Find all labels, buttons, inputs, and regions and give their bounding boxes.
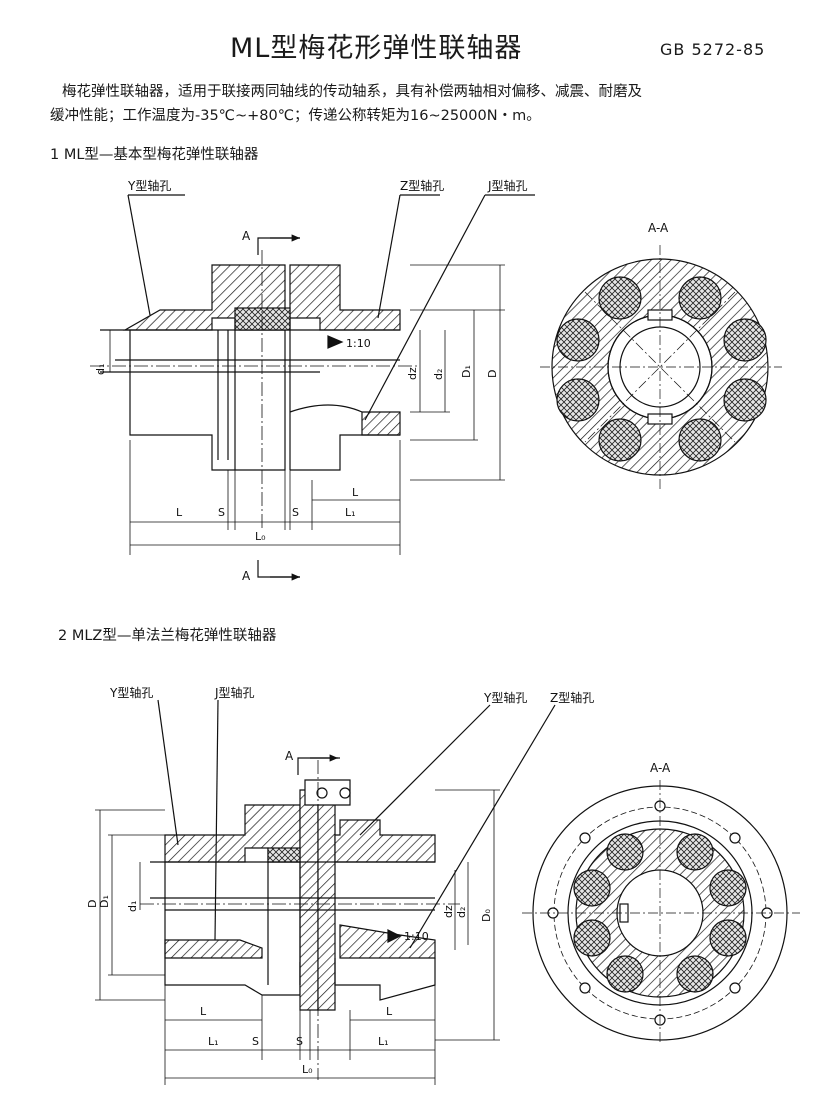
- fig2-dim-D: D: [86, 900, 99, 908]
- figure-1-section-aa: [540, 245, 782, 490]
- section-1-heading: 1 ML型—基本型梅花弹性联轴器: [50, 147, 259, 163]
- fig1-dim-d2: d₂: [432, 369, 445, 380]
- fig2-dim-S-right: S: [296, 1035, 303, 1048]
- fig2-label-z-bore: Z型轴孔: [550, 690, 594, 705]
- fig1-taper: 1:10: [346, 337, 371, 350]
- fig2-dim-d2: d₂: [455, 907, 468, 918]
- figure-2-elevation: [95, 699, 556, 1085]
- standard-number: GB 5272-85: [660, 40, 766, 59]
- fig2-section-mark: A: [285, 749, 294, 763]
- fig1-dim-L-left: L: [176, 506, 183, 519]
- fig1-dim-L0: L₀: [255, 530, 266, 543]
- fig2-dim-S-left: S: [252, 1035, 259, 1048]
- fig1-dim-dz: dz: [406, 367, 419, 380]
- fig2-dim-D1: D₁: [98, 895, 111, 908]
- section-2-heading: 2 MLZ型—单法兰梅花弹性联轴器: [58, 628, 277, 644]
- fig2-dim-L-left: L: [200, 1005, 207, 1018]
- fig1-section-view-label: A-A: [648, 221, 669, 235]
- fig2-dim-L-right: L: [386, 1005, 393, 1018]
- fig2-section-view-label: A-A: [650, 761, 671, 775]
- fig2-dim-L1-left: L₁: [208, 1035, 219, 1048]
- fig1-dim-D1: D₁: [460, 365, 473, 378]
- fig2-dim-dz: dz: [442, 905, 455, 918]
- fig1-section-mark-bottom: A: [242, 569, 251, 583]
- intro-line-2: 缓冲性能；工作温度为-35℃~+80℃；传递公称转矩为16~25000N・m。: [50, 108, 541, 124]
- intro-paragraph: 梅花弹性联轴器，适用于联接两同轴线的传动轴系，具有补偿两轴相对偏移、减震、耐磨及…: [50, 80, 807, 128]
- fig2-label-j-bore: J型轴孔: [214, 685, 255, 700]
- fig2-taper: 1:10: [404, 930, 429, 943]
- fig2-label-y-bore-right: Y型轴孔: [483, 690, 527, 705]
- fig1-dim-S-left: S: [218, 506, 225, 519]
- fig1-dim-L-right: L: [352, 486, 359, 499]
- fig2-label-y-bore-left: Y型轴孔: [109, 685, 153, 700]
- fig2-dim-d1: d₁: [126, 901, 139, 912]
- fig1-dim-D: D: [486, 370, 499, 378]
- fig1-dim-S-right: S: [292, 506, 299, 519]
- fig1-label-y-bore: Y型轴孔: [127, 178, 171, 193]
- page-title: ML型梅花形弹性联轴器: [230, 33, 523, 64]
- fig1-dim-L1: L₁: [345, 506, 356, 519]
- fig2-dim-L0: L₀: [302, 1063, 313, 1076]
- figure-2-section-aa: [522, 780, 800, 1045]
- fig1-label-z-bore: Z型轴孔: [400, 178, 444, 193]
- fig1-label-j-bore: J型轴孔: [487, 178, 528, 193]
- figure-1-elevation: [90, 194, 535, 581]
- fig1-section-mark-top: A: [242, 229, 251, 243]
- intro-line-1: 梅花弹性联轴器，适用于联接两同轴线的传动轴系，具有补偿两轴相对偏移、减震、耐磨及: [62, 84, 642, 100]
- fig1-dim-d1: d₁: [94, 364, 107, 375]
- fig2-dim-L1-right: L₁: [378, 1035, 389, 1048]
- fig2-dim-D0: D₀: [480, 909, 493, 922]
